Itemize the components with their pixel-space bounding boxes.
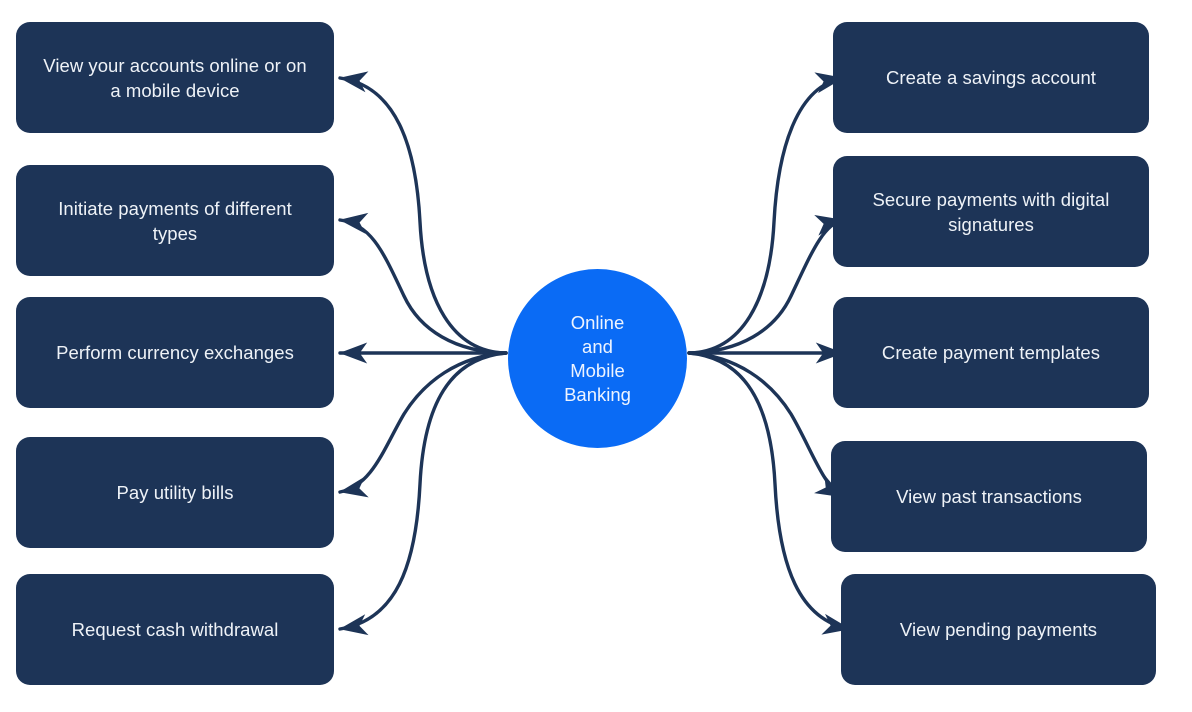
edge-hub-to-left-2 [338,212,508,355]
node-right-1[interactable]: Create a savings account [833,22,1149,133]
node-left-4-label: Pay utility bills [116,482,234,503]
edge-hub-to-right-1 [687,72,845,355]
node-right-4[interactable]: View past transactions [831,441,1147,552]
node-left-1-label: View your accounts online or on a mobile… [43,54,307,101]
edge-hub-to-right-5 [687,351,852,635]
edge-hub-to-left-4 [338,351,508,498]
edge-hub-to-left-5 [338,351,508,636]
node-left-3[interactable]: Perform currency exchanges [16,297,334,408]
node-right-2-label: Secure payments with digital signatures [872,188,1110,235]
edge-hub-to-right-2 [687,215,845,355]
node-right-1-label: Create a savings account [886,67,1096,88]
node-left-4[interactable]: Pay utility bills [16,437,334,548]
node-right-5-label: View pending payments [899,619,1098,640]
node-right-4-label: View past transactions [896,486,1082,507]
node-left-2-label: Initiate payments of different types [58,197,292,244]
node-right-3-label: Create payment templates [881,342,1101,363]
node-right-5[interactable]: View pending payments [841,574,1156,685]
node-left-2[interactable]: Initiate payments of different types [16,165,334,276]
node-right-2[interactable]: Secure payments with digital signatures [833,156,1149,267]
node-left-5-label: Request cash withdrawal [71,619,279,640]
edge-hub-to-right-4 [687,351,845,499]
node-left-5[interactable]: Request cash withdrawal [16,574,334,685]
edge-hub-to-left-1 [338,71,508,355]
node-left-3-label: Perform currency exchanges [56,342,294,363]
node-right-3[interactable]: Create payment templates [833,297,1149,408]
hub-label: Online and Mobile Banking [564,311,631,405]
node-left-1[interactable]: View your accounts online or on a mobile… [16,22,334,133]
hub-node-online-and-mobile-banking[interactable]: Online and Mobile Banking [508,269,687,448]
